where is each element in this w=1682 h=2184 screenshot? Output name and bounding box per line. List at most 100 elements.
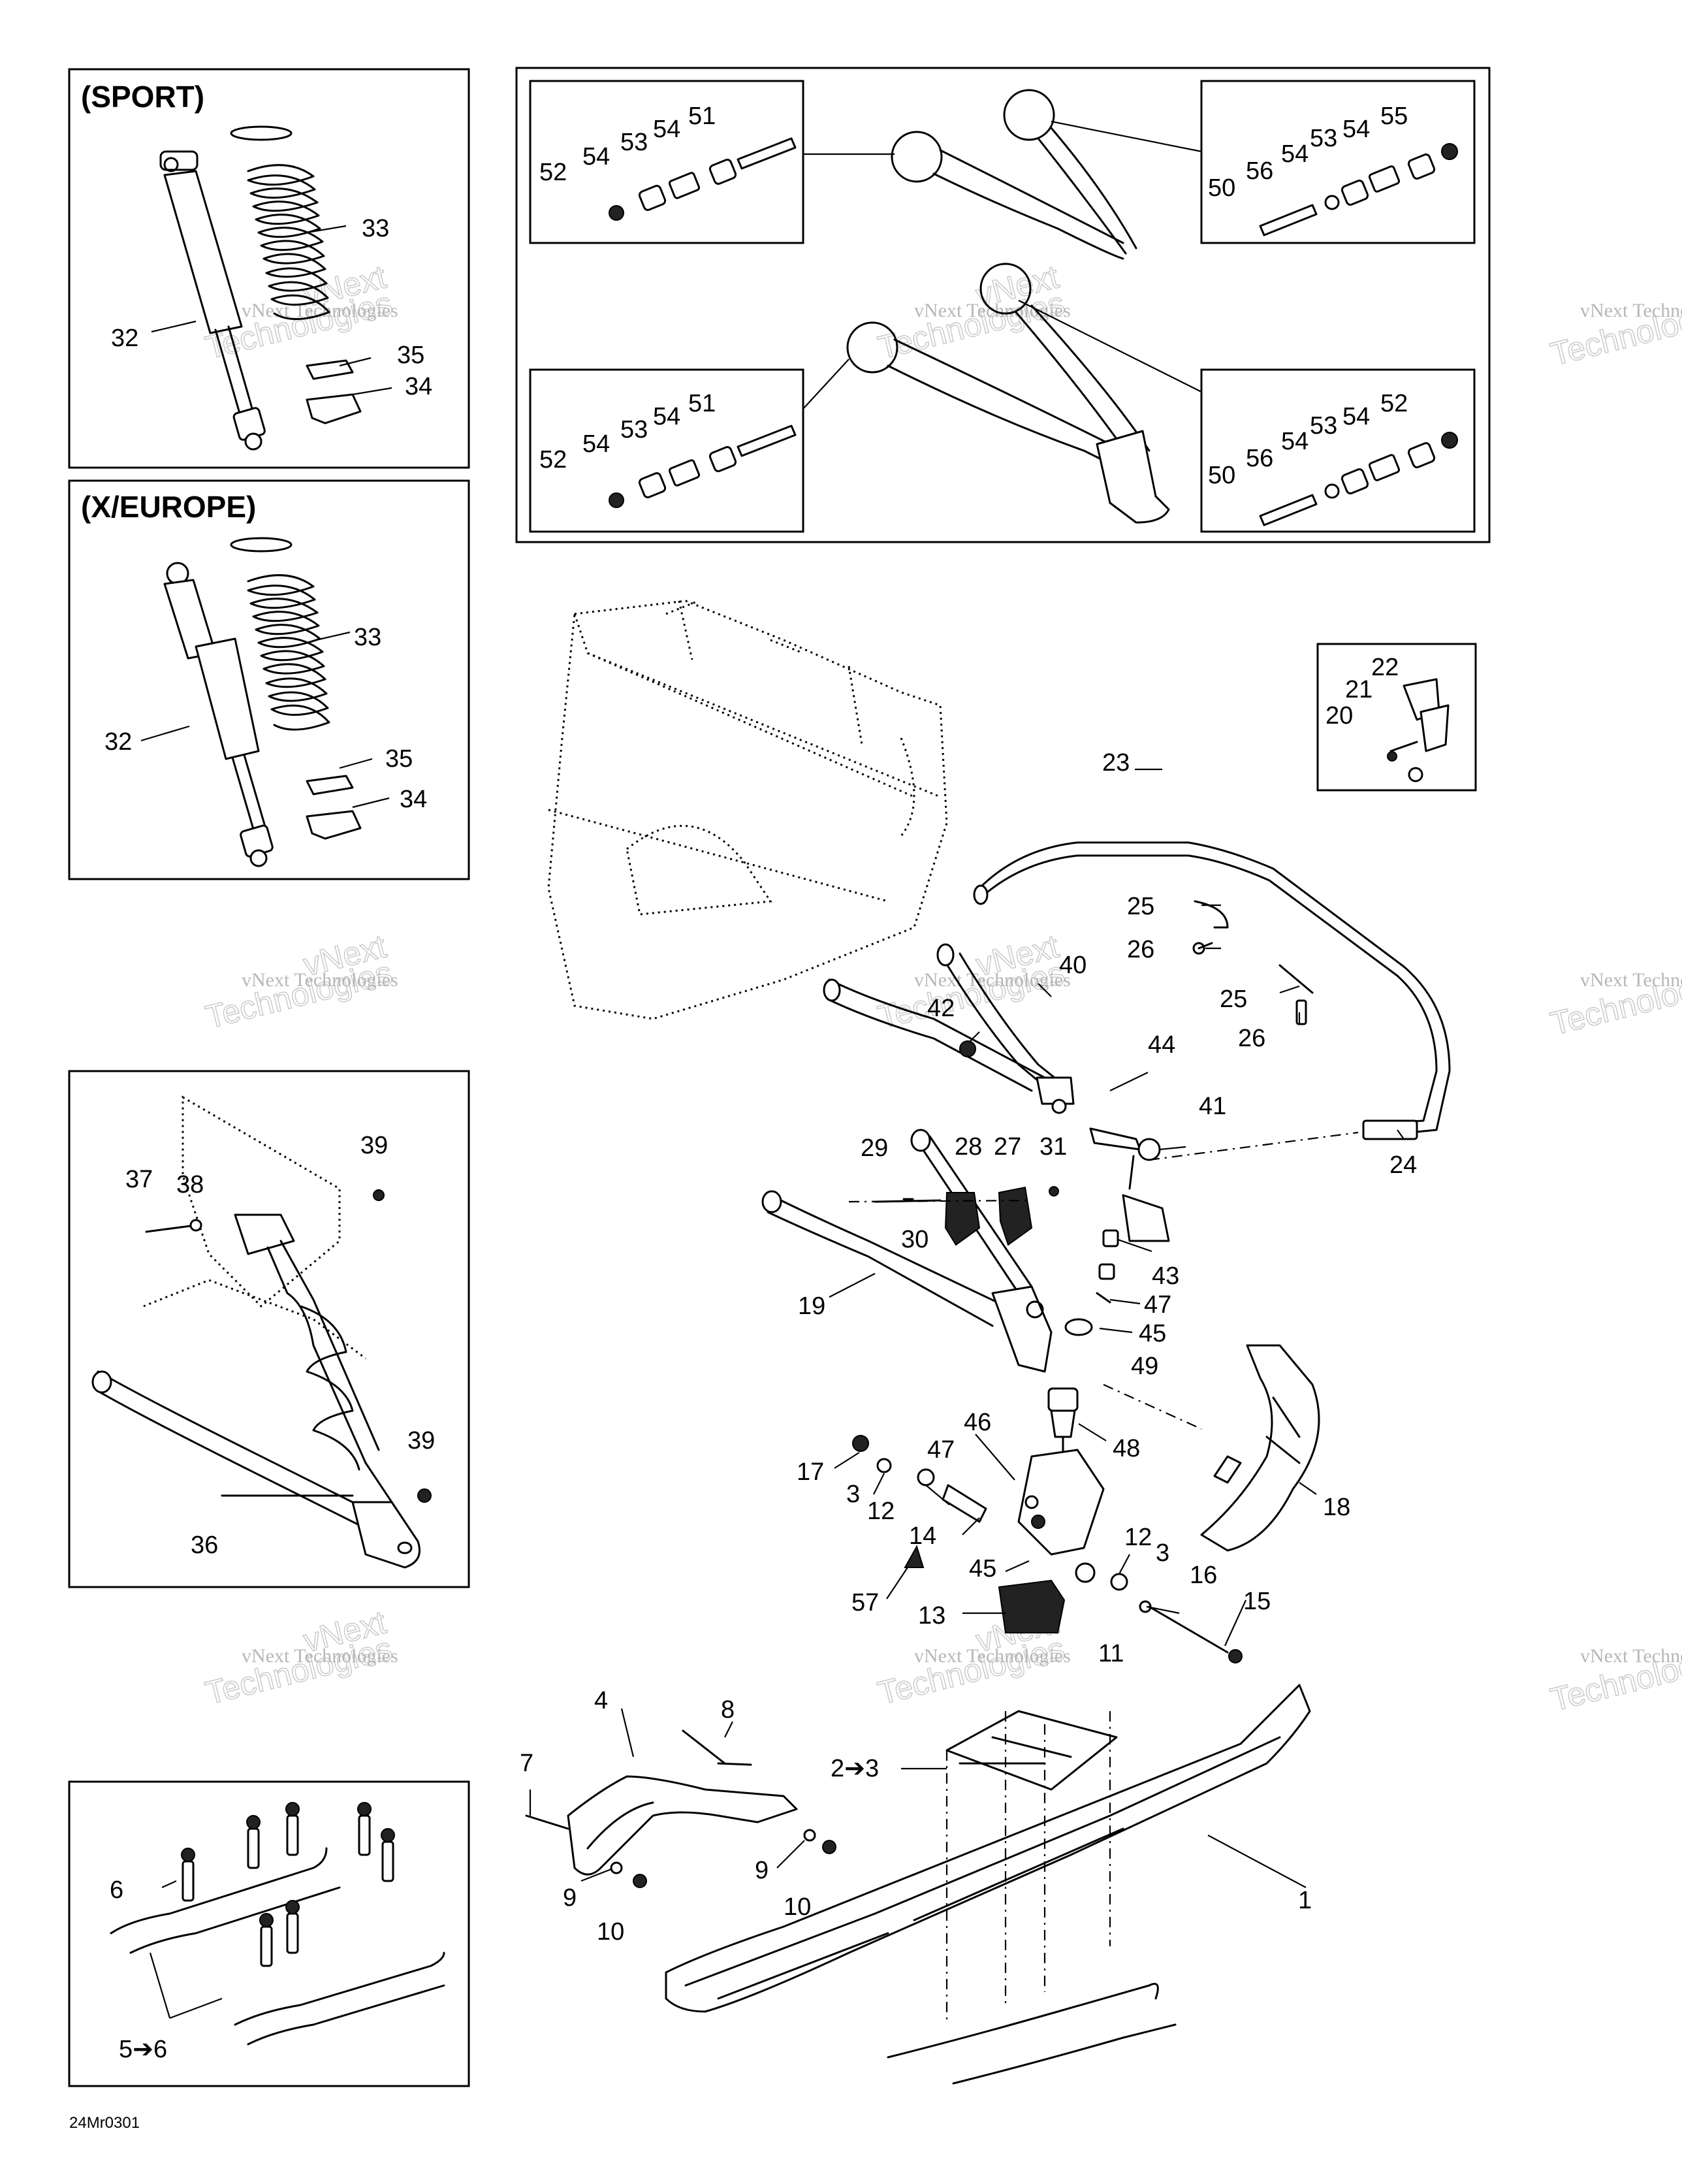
callout: 8 [721, 1696, 735, 1724]
callout: 52 [539, 159, 567, 186]
callout: 5➔6 [119, 2036, 167, 2063]
callout: 7 [520, 1750, 533, 1777]
callout: 28 [955, 1133, 982, 1161]
callout: 52 [539, 446, 567, 474]
callout: 21 [1345, 676, 1373, 703]
upper-a-arm [823, 943, 1075, 1105]
callout: 12 [867, 1498, 895, 1525]
callout: 56 [1246, 157, 1273, 185]
callout: 54 [1281, 428, 1309, 455]
callout: 48 [1113, 1435, 1140, 1462]
sway-bar [973, 841, 1451, 1140]
bushing-stack-top-left [609, 137, 797, 221]
callout: 20 [1325, 702, 1353, 730]
callout: 26 [1238, 1025, 1265, 1052]
x-europe-coil-spring [230, 537, 330, 731]
callout: 54 [1342, 403, 1370, 430]
callout: 4 [594, 1687, 608, 1714]
callout: 43 [1152, 1262, 1179, 1290]
callout: 57 [851, 1589, 879, 1616]
callout: 26 [1127, 936, 1154, 963]
callout: 2➔3 [831, 1755, 879, 1782]
callout: 53 [620, 416, 648, 443]
callout: 27 [994, 1133, 1021, 1161]
svg-text:vNext Technologies: vNext Technologies [1580, 1645, 1682, 1667]
callout: 54 [1281, 140, 1309, 168]
callout: 13 [918, 1602, 945, 1630]
bushing-detail-bottom-left [529, 368, 804, 533]
callout: 30 [901, 1226, 928, 1253]
callout: 3 [1156, 1539, 1169, 1567]
callout: 1 [1298, 1887, 1312, 1914]
callout: 39 [360, 1132, 388, 1159]
ski-protector [1200, 1344, 1320, 1552]
shock-mount-inset-drawing [91, 1095, 432, 1569]
svg-text:vNext Technologies: vNext Technologies [242, 1645, 398, 1667]
svg-text:vNext Technologies: vNext Technologies [914, 1645, 1071, 1667]
callout: 9 [755, 1857, 769, 1884]
sport-coil-spring [230, 125, 330, 320]
bushing-connector-lines [802, 120, 1202, 410]
callout: 53 [620, 129, 648, 156]
callout: 33 [354, 624, 381, 651]
svg-text:vNext Technologies: vNext Technologies [1580, 969, 1682, 991]
shock-mount-panel-frame [68, 1070, 470, 1588]
callout: 46 [964, 1409, 991, 1436]
callout: 50 [1208, 174, 1235, 202]
callout: 17 [797, 1458, 824, 1486]
callout: 32 [104, 728, 132, 756]
x-europe-spring-seat [306, 775, 362, 840]
x-europe-panel-title: (X/EUROPE) [81, 490, 256, 524]
x-europe-panel-frame [68, 479, 470, 880]
runner-panel-frame [68, 1780, 470, 2087]
callout: 44 [1148, 1031, 1175, 1059]
callout: 24 [1389, 1151, 1417, 1179]
callout: 40 [1059, 952, 1087, 979]
svg-text:vNext Technologies: vNext Technologies [242, 969, 398, 991]
x-europe-shock-absorber [163, 562, 274, 867]
callout: 14 [909, 1522, 936, 1550]
bushing-detail-bottom-right [1200, 368, 1476, 533]
ski-leg-hardware-left [852, 1435, 987, 1568]
steering-leader-lines [848, 1131, 1359, 1430]
callout-leader-lines [140, 225, 1404, 1889]
callout: 47 [927, 1436, 955, 1464]
lower-a-arm-sketch [846, 263, 1170, 524]
callout: 41 [1199, 1093, 1226, 1120]
callout: 18 [1323, 1494, 1350, 1521]
svg-text:vNext Technologies: vNext Technologies [914, 969, 1071, 991]
sport-panel-frame [68, 68, 470, 469]
ball-joint [1047, 1387, 1079, 1459]
callout: 45 [1139, 1320, 1166, 1347]
steering-spindle-arm [1096, 1194, 1170, 1304]
callout: 39 [407, 1427, 435, 1454]
callout: 10 [784, 1893, 811, 1921]
callout: 25 [1127, 893, 1154, 920]
part-callout-labels: 33 32 35 34 33 32 35 34 51 53 54 54 52 5… [104, 103, 1417, 2063]
sway-bar-clamp [1387, 678, 1450, 782]
callout: 19 [798, 1293, 825, 1320]
bushing-detail-top-right [1200, 80, 1476, 244]
callout: 25 [1220, 986, 1247, 1013]
runner-inset-drawing [110, 1802, 445, 2046]
callout: 16 [1190, 1562, 1217, 1589]
callout: 53 [1310, 412, 1337, 440]
callout: 6 [110, 1876, 123, 1904]
callout: 12 [1124, 1524, 1152, 1551]
callout: 42 [927, 995, 955, 1022]
callout: 33 [362, 215, 389, 242]
callout: 54 [582, 143, 610, 170]
callout: 35 [397, 342, 424, 369]
callout: 3 [846, 1481, 860, 1508]
callout: 54 [1342, 116, 1370, 143]
sport-panel-title: (SPORT) [81, 80, 204, 114]
callout: 32 [111, 325, 138, 352]
callout: 49 [1131, 1353, 1158, 1380]
callout: 54 [653, 116, 680, 143]
callout: 22 [1371, 654, 1399, 681]
callout: 51 [688, 390, 716, 417]
callout: 29 [861, 1134, 888, 1162]
callout: 11 [1098, 1640, 1124, 1667]
callout: 9 [563, 1884, 577, 1912]
